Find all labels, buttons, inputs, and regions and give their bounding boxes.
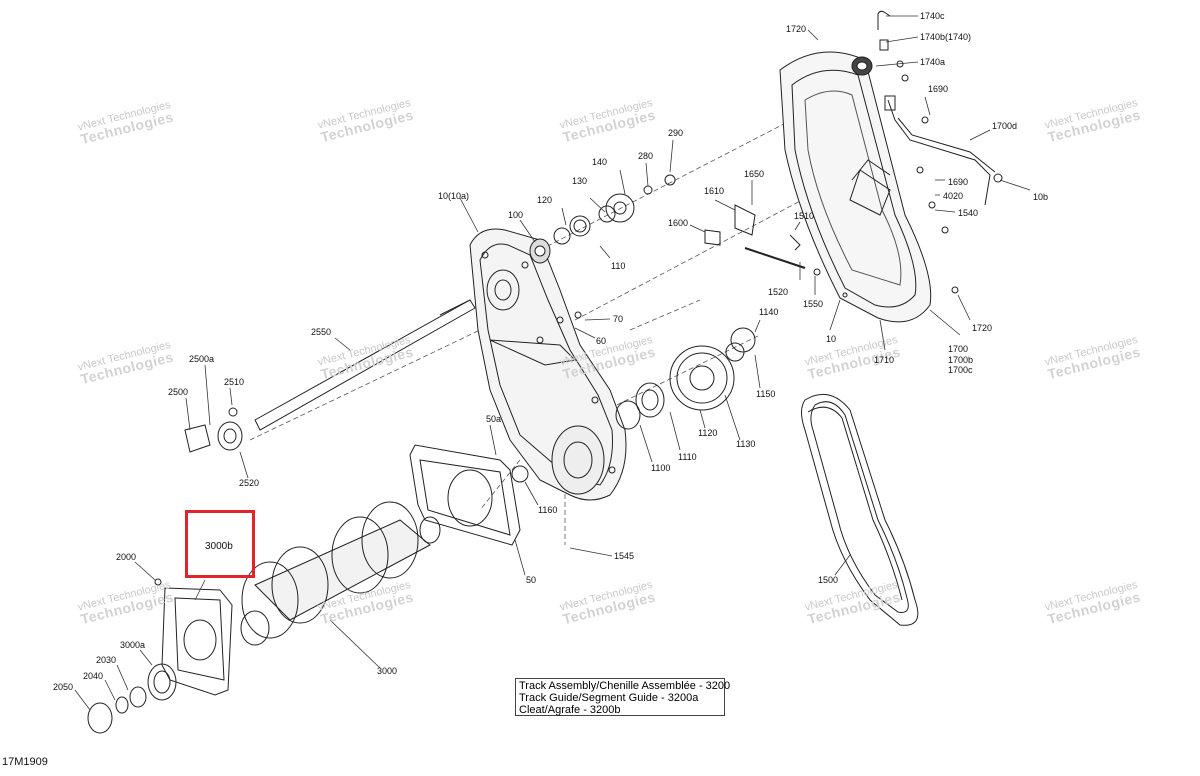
- callout-label: 1700b: [948, 355, 974, 365]
- drive-shaft: [184, 299, 476, 453]
- callout-label: 2000: [116, 552, 137, 562]
- callout-label: 2520: [239, 478, 260, 488]
- lower-gears: [511, 311, 756, 483]
- callout-label: 1740a: [920, 57, 946, 67]
- callout-label: 50: [526, 575, 537, 585]
- drive-belt: [801, 393, 919, 626]
- chaincase-housing: [469, 228, 627, 501]
- callout-label: 1700c: [948, 365, 973, 375]
- callout-label: 120: [537, 195, 553, 205]
- callout-label: 1740b(1740): [920, 32, 972, 42]
- callout-label: 1160: [538, 505, 558, 515]
- legend-line: Track Assembly/Chenille Assemblée - 3200: [519, 680, 731, 692]
- callout-label: 100: [508, 210, 524, 220]
- callout-label: 1130: [736, 439, 756, 449]
- callout-label: 10: [826, 334, 837, 344]
- callout-label: 3000a: [120, 640, 146, 650]
- callout-label: 1650: [744, 169, 765, 179]
- callout-label: 130: [572, 176, 588, 186]
- callout-label: 50a: [486, 414, 502, 424]
- callout-label: 1690: [928, 84, 949, 94]
- callout-label: 1720: [972, 323, 993, 333]
- legend-line: Track Guide/Segment Guide - 3200a: [519, 692, 699, 704]
- callout-label: 1100: [651, 463, 671, 473]
- callout-label: 1690: [948, 177, 969, 187]
- callout-label: 70: [613, 314, 624, 324]
- diagram-reference-number: 17M1909: [2, 756, 48, 768]
- callout-label: 10(10a): [438, 191, 470, 201]
- callout-label: 3000: [377, 666, 398, 676]
- callout-label: 1510: [794, 211, 815, 221]
- callout-label: 1540: [958, 208, 979, 218]
- callout-label: 10b: [1033, 192, 1049, 202]
- highlighted-callout-label: 3000b: [205, 541, 233, 552]
- callout-label: 2550: [311, 327, 332, 337]
- callout-label: 1610: [704, 186, 725, 196]
- callout-label: 2500: [168, 387, 189, 397]
- callout-label: 2510: [224, 377, 245, 387]
- gasket: [409, 444, 521, 546]
- callout-label: 1110: [678, 452, 697, 462]
- callout-label: 1700: [948, 344, 969, 354]
- callout-label: 290: [668, 128, 684, 138]
- legend-line: Cleat/Agrafe - 3200b: [519, 704, 621, 716]
- callout-label: 1500: [818, 575, 839, 585]
- callout-label: 4020: [943, 191, 964, 201]
- highlighted-callout-box[interactable]: 3000b: [185, 510, 255, 578]
- callout-label: 1710: [874, 355, 895, 365]
- callout-label: 1740c: [920, 11, 945, 21]
- drive-axle: [240, 501, 441, 646]
- callout-label: 2050: [53, 682, 74, 692]
- callout-label: 1600: [668, 218, 689, 228]
- callout-label: 1140: [759, 307, 779, 317]
- legend-box: Track Assembly/Chenille Assemblée - 3200…: [515, 678, 731, 716]
- callout-label: 1520: [768, 287, 789, 297]
- callout-label: 2500a: [189, 354, 215, 364]
- callout-label: 1545: [614, 551, 635, 561]
- callout-label: 1120: [698, 428, 718, 438]
- callout-label: 2030: [96, 655, 117, 665]
- callout-label: 1150: [756, 389, 776, 399]
- callout-label: 1550: [803, 299, 824, 309]
- callout-label: 1700d: [992, 121, 1018, 131]
- chaincase-cover: [779, 10, 1003, 323]
- callout-label: 60: [596, 336, 607, 346]
- callout-label: 110: [611, 261, 626, 271]
- callout-label: 2040: [83, 671, 104, 681]
- callout-label: 1720: [786, 24, 807, 34]
- bearing-housing: [87, 578, 233, 734]
- upper-gears: [529, 174, 821, 276]
- callout-label: 140: [592, 157, 608, 167]
- callout-label: 280: [638, 151, 654, 161]
